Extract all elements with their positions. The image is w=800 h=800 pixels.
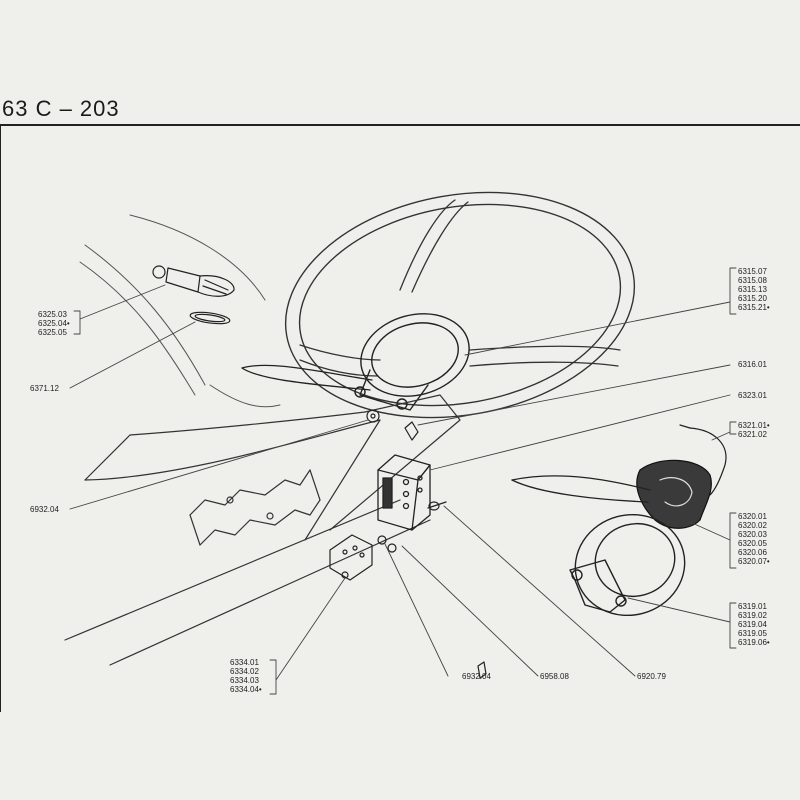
part-label-contact: 6316.01 — [738, 360, 767, 369]
steering-wheel-rim — [284, 191, 636, 419]
bolt — [477, 661, 487, 679]
part-label: 6320.01 — [738, 512, 767, 521]
part-label: 6319.05 — [738, 629, 767, 638]
part-label: 6325.03 — [38, 310, 67, 319]
part-label: 6325.04• — [38, 319, 70, 328]
bulb-holder — [152, 265, 235, 297]
switch-housing — [569, 513, 686, 617]
label-group-bulb-holder: 6325.03 6325.04• 6325.05 — [38, 310, 70, 337]
screw — [427, 501, 447, 511]
part-label: 6315.08 — [738, 276, 767, 285]
part-label: 6320.05 — [738, 539, 767, 548]
part-label: 6325.05 — [38, 328, 67, 337]
part-label: 6315.07 — [738, 267, 767, 276]
part-label-screw: 6920.79 — [637, 672, 666, 681]
part-label: 6319.04 — [738, 620, 767, 629]
part-label: 6320.07• — [738, 557, 770, 566]
part-label-nut: 6932.04 — [30, 505, 59, 514]
part-label: 6319.02 — [738, 611, 767, 620]
indicator-lens — [189, 311, 231, 325]
steering-column — [64, 394, 461, 666]
steering-hub — [354, 313, 470, 411]
indicator-lever — [241, 364, 373, 391]
light-switch-lever — [511, 475, 651, 503]
part-label: 6315.13 — [738, 285, 767, 294]
part-label: 6320.03 — [738, 530, 767, 539]
steering-wheel-spokes — [299, 199, 621, 377]
label-group-hub: 6315.07 6315.08 6315.13 6315.20 6315.21• — [738, 267, 770, 312]
part-label: 6320.02 — [738, 521, 767, 530]
label-brackets — [73, 267, 737, 695]
part-label-bolt: 6932.04 — [462, 672, 491, 681]
part-label: 6315.20 — [738, 294, 767, 303]
part-label: 6319.01 — [738, 602, 767, 611]
part-label: 6334.03 — [230, 676, 259, 685]
body-outline — [79, 214, 281, 408]
part-label: 6334.01 — [230, 658, 259, 667]
switch-box — [377, 454, 431, 531]
connector-block — [329, 534, 373, 581]
part-label: 6319.06• — [738, 638, 770, 647]
label-group-contact-plate: 6320.01 6320.02 6320.03 6320.05 6320.06 … — [738, 512, 770, 566]
nuts — [366, 409, 419, 553]
horn-contact-plate — [636, 459, 712, 529]
diagram-frame — [0, 124, 799, 712]
label-group-horn-wire: 6321.01• 6321.02 — [738, 421, 770, 439]
part-label-washer: 6958.08 — [540, 672, 569, 681]
part-label-switch-box: 6323.01 — [738, 391, 767, 400]
label-group-switch-housing: 6319.01 6319.02 6319.04 6319.05 6319.06• — [738, 602, 770, 647]
part-label: 6334.04• — [230, 685, 262, 694]
column-bracket — [189, 469, 321, 546]
part-label: 6320.06 — [738, 548, 767, 557]
part-label: 6321.01• — [738, 421, 770, 430]
part-label: 6334.02 — [230, 667, 259, 676]
part-label-lens: 6371.12 — [30, 384, 59, 393]
part-label: 6315.21• — [738, 303, 770, 312]
leader-lines — [69, 284, 731, 681]
part-label: 6321.02 — [738, 430, 767, 439]
horn-ring-wire — [679, 424, 727, 496]
header-rule — [0, 124, 800, 126]
page-title: 63 C – 203 — [2, 96, 120, 121]
label-group-connector: 6334.01 6334.02 6334.03 6334.04• — [230, 658, 262, 694]
